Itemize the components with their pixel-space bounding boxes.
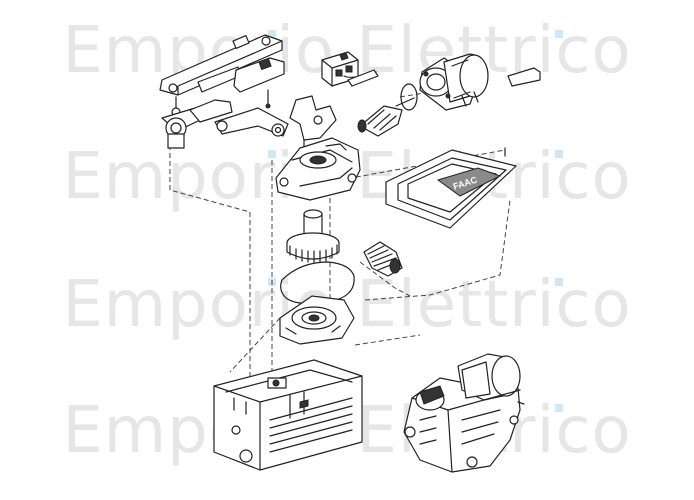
cover-plate: FAAC: [385, 147, 517, 229]
gearbox-cover: [275, 137, 361, 201]
worm-shaft: [357, 97, 415, 137]
release-pin: [507, 67, 541, 87]
gearbox-base: [279, 295, 355, 345]
housing-gasket: [280, 261, 355, 305]
o-ring-small: [400, 83, 418, 111]
worm-gear: [363, 241, 403, 277]
electric-motor: [419, 53, 489, 111]
terminal-block: [321, 51, 379, 87]
pinion-gear: [286, 209, 340, 263]
assembled-operator: [403, 353, 525, 473]
lever-arm-bar: [159, 34, 283, 117]
foundation-box: [213, 359, 363, 471]
connecting-arm: [197, 57, 285, 109]
lower-lever-arms: [161, 99, 289, 149]
assembly-guide-lines: [169, 91, 511, 378]
